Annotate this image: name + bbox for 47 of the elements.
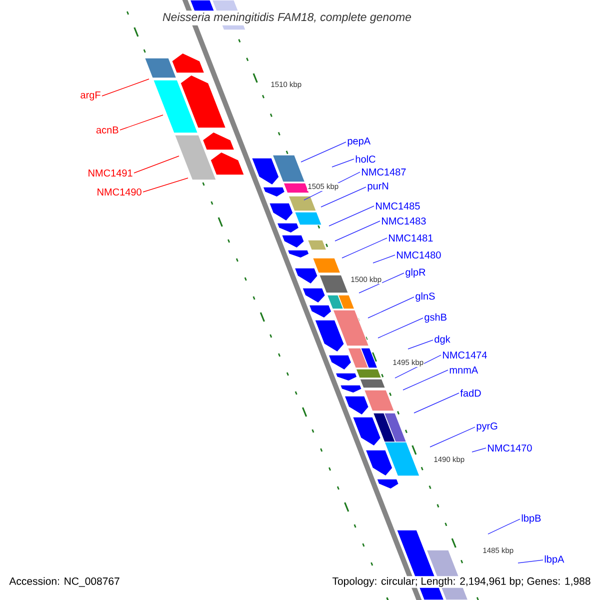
gene-label: gshB <box>424 313 446 323</box>
leader-line <box>402 370 448 390</box>
leader-line <box>134 156 180 174</box>
gene-label: NMC1487 <box>362 168 406 176</box>
leader-line <box>102 78 150 96</box>
leader-line <box>414 392 460 414</box>
gene-label: dgk <box>434 335 450 345</box>
leader-line <box>472 448 486 452</box>
leader-line <box>518 560 544 564</box>
gene-label: NMC1481 <box>389 234 433 242</box>
gene-label: mnmA <box>450 366 478 374</box>
gene-label: lbpA <box>544 555 564 565</box>
gene-label: glpR <box>406 268 426 278</box>
gene-label: NMC1491 <box>88 169 132 177</box>
gene-label: lbpB <box>522 514 541 524</box>
gene-label: NMC1480 <box>397 251 441 259</box>
leader-line <box>320 186 366 208</box>
gene-label: NMC1474 <box>443 351 487 359</box>
leader-line <box>142 178 188 192</box>
gene-label: fadD <box>460 389 481 397</box>
gene-label: holC <box>356 155 376 163</box>
leader-line <box>368 296 414 318</box>
gene-label: argF <box>80 92 100 100</box>
leader-line <box>334 220 380 242</box>
leader-line <box>300 142 346 162</box>
leader-line <box>408 340 434 350</box>
gene-label: pepA <box>348 138 371 146</box>
gene-label: NMC1490 <box>98 188 142 196</box>
gene-label: NMC1470 <box>488 444 532 452</box>
leader-line <box>120 114 164 130</box>
leader-line <box>328 206 374 226</box>
gene-label: pyrG <box>476 422 498 432</box>
accession-text: Accession: NC_008767 <box>8 576 121 588</box>
gene-label: purN <box>368 182 388 192</box>
title: Neisseria meningitidis FAM18, complete genome <box>160 10 414 26</box>
genome-info-text: Topology: circular; Length: 2,194,961 bp; Genes: 1,988 <box>331 576 592 588</box>
leader-line <box>430 426 476 448</box>
leader-line <box>378 318 424 338</box>
gene-label: acnB <box>96 126 118 134</box>
gene-label: glnS <box>416 292 435 302</box>
leader-line <box>488 518 520 534</box>
leader-line <box>342 238 388 258</box>
leader-line <box>372 254 396 264</box>
gene-label: NMC1483 <box>382 217 426 225</box>
gene-label: NMC1485 <box>376 202 420 210</box>
leader-line <box>332 158 354 168</box>
leader-line <box>358 272 404 294</box>
